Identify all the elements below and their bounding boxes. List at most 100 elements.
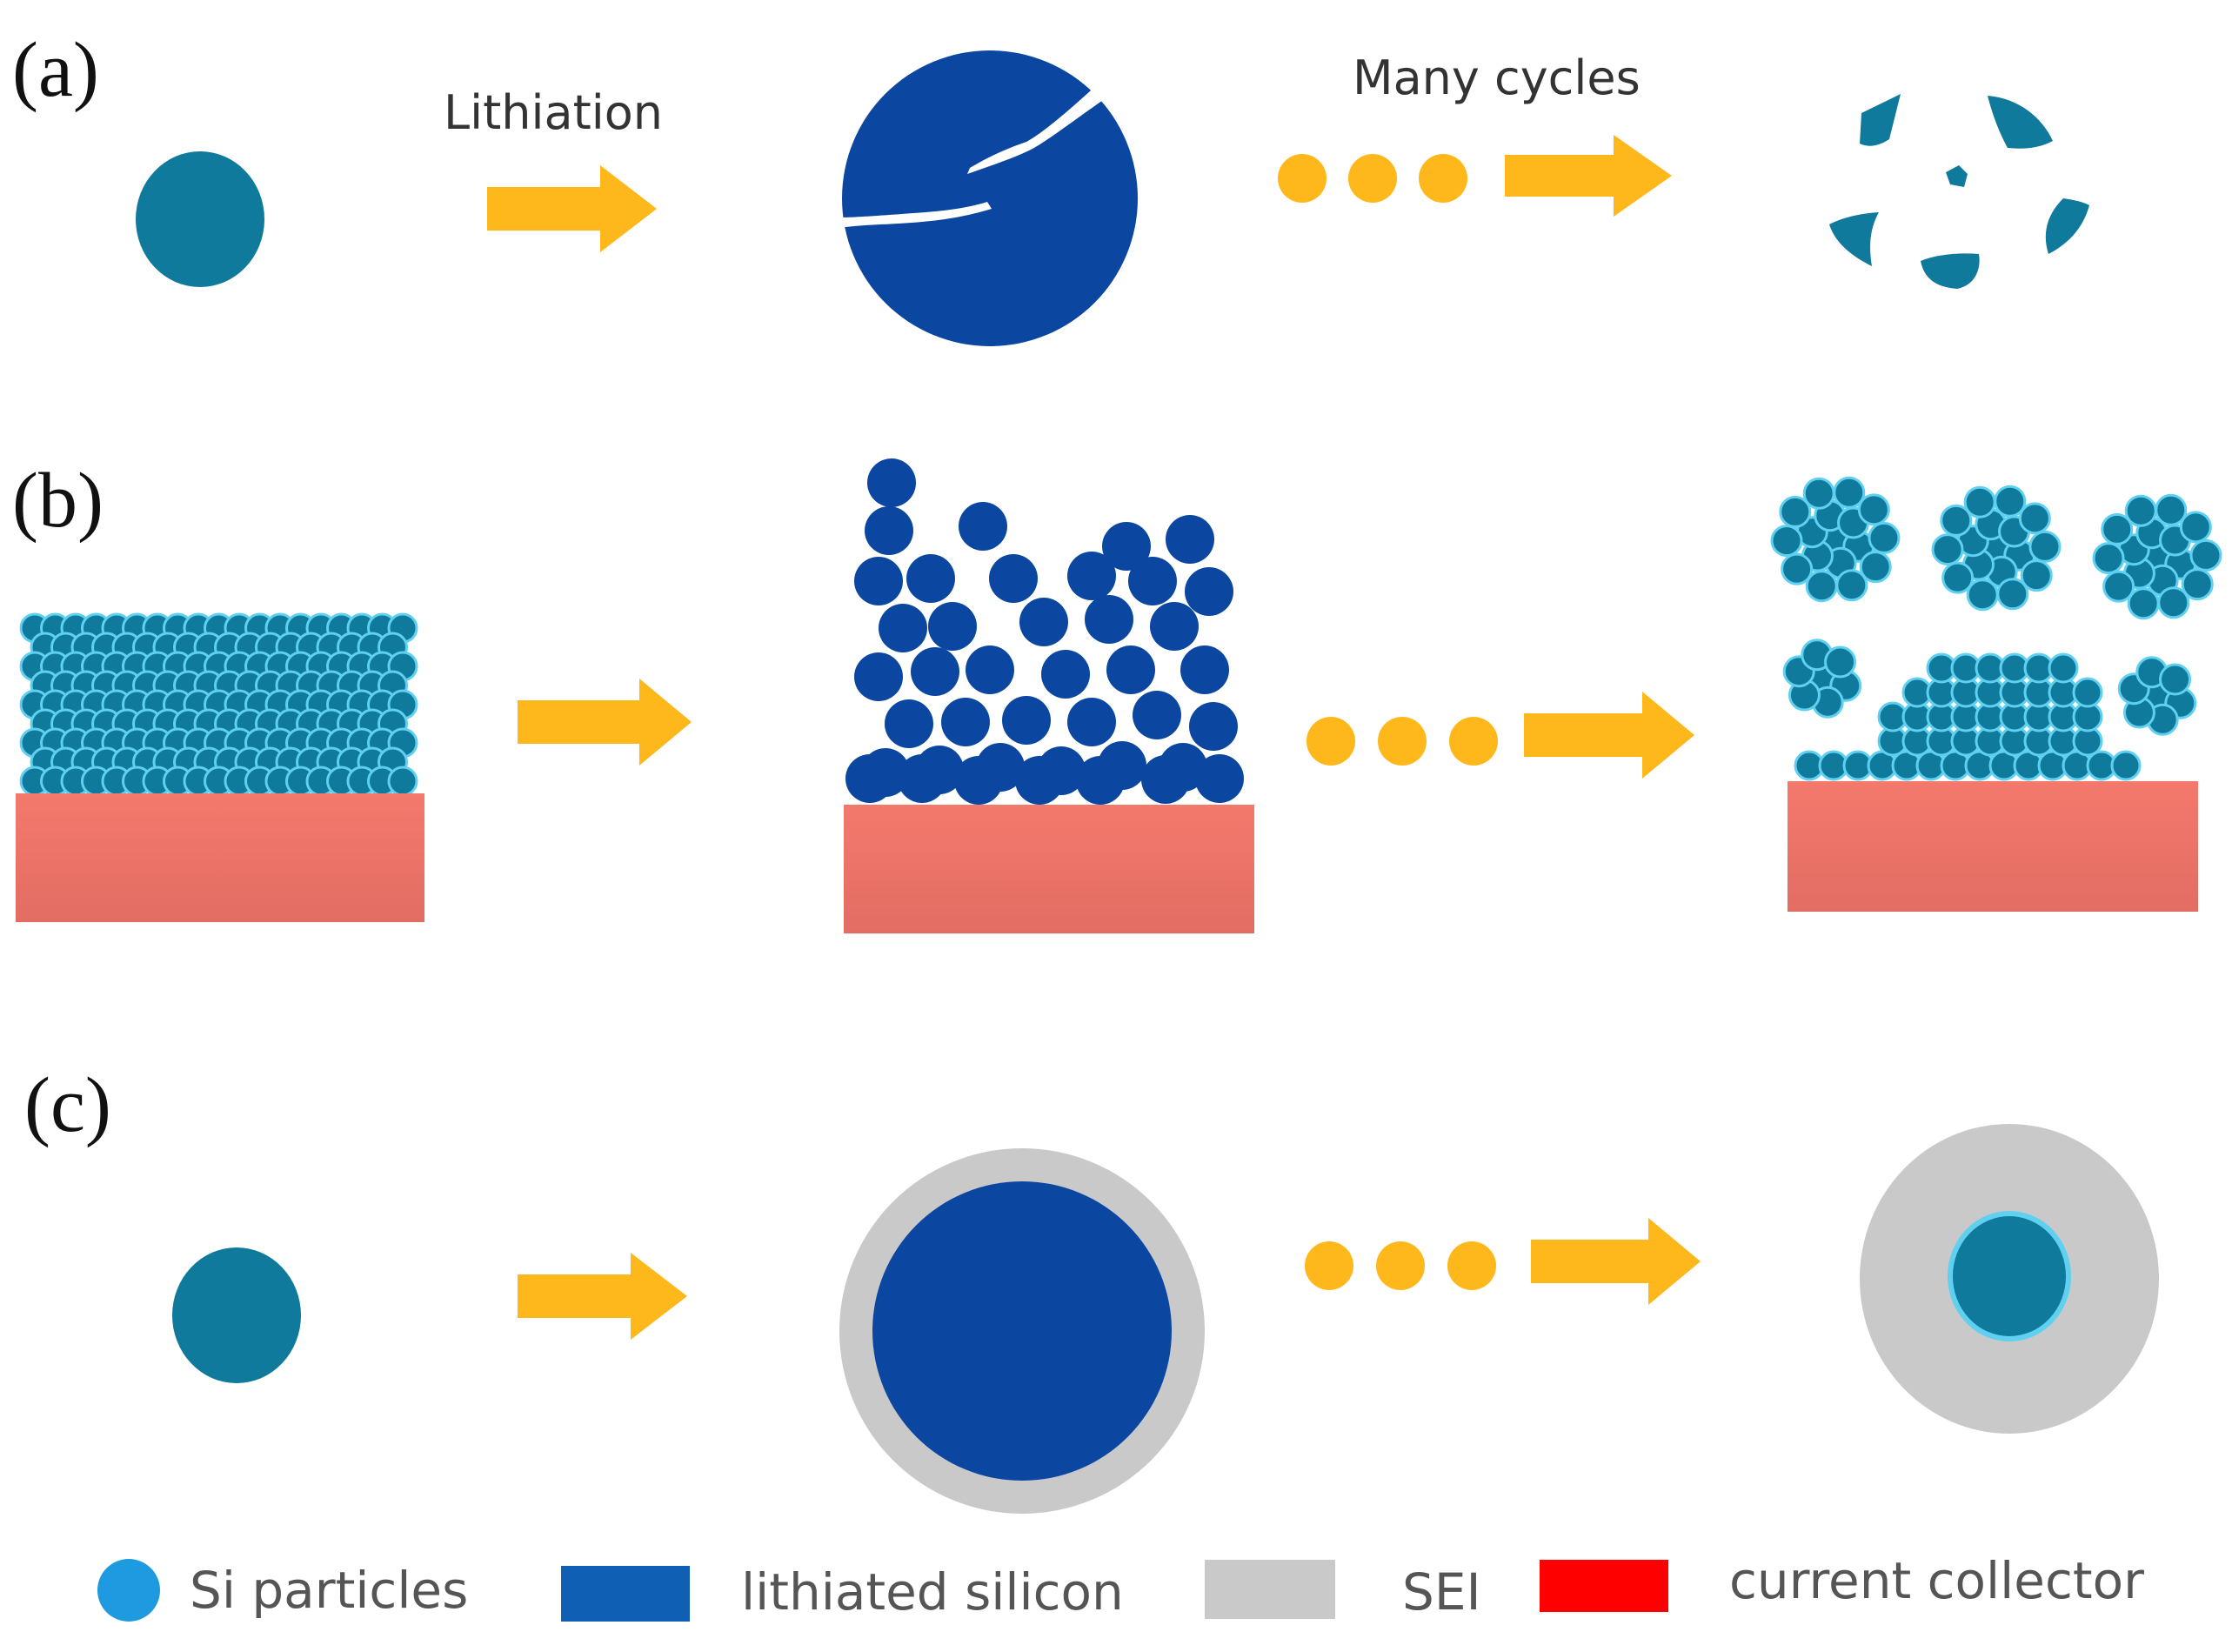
si-film-lithiated <box>845 458 1244 805</box>
si-particle-small <box>1994 485 2027 518</box>
current-collector-lithiated <box>844 805 1254 933</box>
lithiated-particle <box>954 756 1003 805</box>
lithiated-particle <box>941 698 990 746</box>
current-collector-cycled <box>1788 781 2198 912</box>
si-particle-small <box>1781 552 1814 585</box>
lithiated-particle <box>989 554 1038 603</box>
many-cycles-label: Many cycles <box>1353 50 1641 105</box>
cycles-arrow <box>1505 135 1672 217</box>
si-film-pristine <box>19 612 418 797</box>
si-particle-small <box>1966 579 1999 612</box>
lithiation-arrow <box>487 165 657 252</box>
si-particle-small <box>2124 494 2157 527</box>
si-particle-small <box>1770 525 1803 558</box>
si-particle-small <box>1857 493 1890 526</box>
lithiated-particle <box>1189 702 1238 751</box>
lithiated-particle <box>885 699 933 748</box>
lithiated-particle <box>959 502 1007 551</box>
lithiated-particle <box>1067 552 1116 600</box>
si-particle-small <box>1802 477 1835 510</box>
si-particle-small <box>2020 559 2053 592</box>
panel-c: (c) <box>24 1062 2159 1514</box>
lithiated-particle <box>1076 756 1125 805</box>
lithiated-particle <box>898 754 946 803</box>
lithiation-arrow-b <box>518 679 692 766</box>
lithiated-particle-with-sei <box>839 1148 1205 1514</box>
si-particle-small <box>1963 485 1996 518</box>
si-particle-small <box>2102 570 2135 603</box>
legend-si-swatch <box>97 1559 160 1622</box>
lithiated-particle <box>854 652 903 701</box>
lithiated-particle <box>1141 755 1190 804</box>
si-particle-small <box>1941 561 1975 594</box>
panel-a-label: (a) <box>12 27 99 113</box>
lithiated-particle <box>1150 602 1199 651</box>
si-particle-small <box>2181 568 2214 601</box>
si-particle-small <box>1833 476 1866 509</box>
panel-b-label: (b) <box>12 458 104 544</box>
current-collector-pristine <box>16 793 424 922</box>
si-particle-c <box>172 1247 301 1383</box>
lithiated-particle <box>867 458 916 507</box>
ellipsis-dots-b <box>1306 717 1498 766</box>
si-particle-small <box>1940 504 1973 537</box>
si-particle-small <box>2101 512 2134 545</box>
lithiated-particle <box>1041 650 1090 699</box>
lithiated-particle <box>879 604 927 652</box>
si-particle-small <box>1779 495 1812 528</box>
legend-collector-label: current collector <box>1729 1551 2144 1610</box>
panel-a: (a) Lithiation Many cycles <box>12 27 2089 346</box>
lithiated-particle <box>1180 645 1229 694</box>
particle-thick-sei <box>1860 1124 2159 1434</box>
lithiated-particle <box>1085 595 1133 644</box>
lithiated-particle <box>1067 698 1116 746</box>
lithiated-particle <box>845 754 894 803</box>
lithiated-particle <box>1133 691 1181 739</box>
si-particle-small <box>2110 750 2142 781</box>
lithiation-label: Lithiation <box>444 85 663 140</box>
lithiated-particle <box>1166 515 1214 564</box>
ellipsis-dots-c <box>1305 1241 1496 1290</box>
si-particle-small <box>2157 586 2190 619</box>
si-particle-small <box>387 766 418 797</box>
si-particle-small <box>2179 511 2212 544</box>
lithiated-particle <box>1106 645 1155 694</box>
lithiated-particle <box>966 645 1014 694</box>
si-particle-small <box>2092 542 2125 575</box>
si-particle-small <box>1931 533 1964 566</box>
lithiated-particle <box>1185 567 1233 616</box>
si-particle-small <box>1805 570 1838 603</box>
si-particle-small <box>2018 502 2051 535</box>
lithiated-particle <box>1102 522 1151 571</box>
si-particle <box>136 151 264 287</box>
si-particle-small <box>2127 587 2160 620</box>
lithiated-particle <box>854 557 903 605</box>
si-particle-small <box>1824 645 1857 679</box>
si-particle-small <box>2048 652 2079 684</box>
lithiated-particle <box>865 506 913 555</box>
si-particle-small <box>1859 551 1892 584</box>
lithiation-arrow-c <box>518 1253 687 1340</box>
si-film-cycled <box>1770 476 2222 781</box>
lithiated-particle <box>1019 598 1068 646</box>
si-particle-small <box>2189 538 2222 572</box>
lithiated-particle <box>1002 696 1051 745</box>
lithiated-particle <box>1195 754 1244 803</box>
legend-lithiated-label: lithiated silicon <box>741 1562 1124 1622</box>
cracked-lithiated-particle <box>840 50 1138 346</box>
lithiated-particle <box>911 647 959 696</box>
si-particle-small <box>1835 569 1868 602</box>
si-particle-small <box>1868 521 1901 554</box>
lithiated-particle <box>928 602 977 651</box>
si-particle-small <box>2072 677 2103 708</box>
ellipsis-dots <box>1278 154 1467 203</box>
lithiated-particle <box>1015 756 1064 805</box>
legend-si-label: Si particles <box>190 1561 468 1620</box>
lithiated-particle <box>906 554 955 603</box>
si-particle-small <box>2155 493 2188 526</box>
legend-lithiated-swatch <box>561 1566 690 1622</box>
cycles-arrow-b <box>1524 692 1694 779</box>
legend-sei-label: SEI <box>1402 1562 1481 1622</box>
panel-c-label: (c) <box>24 1062 111 1148</box>
